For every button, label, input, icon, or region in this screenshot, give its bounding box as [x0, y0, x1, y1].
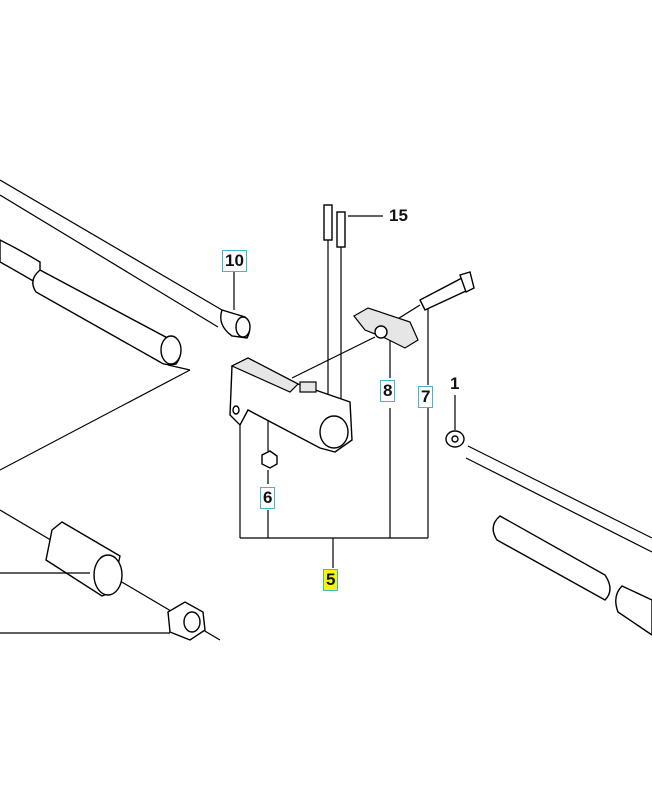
- label-part-15[interactable]: 15: [389, 206, 408, 225]
- left-shaft: [0, 179, 223, 471]
- label-part-6[interactable]: 6: [260, 487, 276, 509]
- label-part-5-highlighted[interactable]: 5: [323, 569, 339, 591]
- assembly-5-leaders: [239, 308, 429, 568]
- part-1-washer: [445, 395, 465, 448]
- label-part-7[interactable]: 7: [418, 386, 434, 408]
- part-15-screws: [323, 204, 383, 402]
- label-part-1[interactable]: 1: [450, 374, 460, 393]
- label-part-10[interactable]: 10: [222, 250, 247, 272]
- label-part-8[interactable]: 8: [380, 380, 396, 402]
- part-6-nut: [261, 420, 278, 484]
- part-10-end-cap: [220, 272, 251, 339]
- lower-left-parts: [0, 509, 221, 641]
- main-clamp-body: [229, 357, 353, 453]
- part-8-bracket: [291, 307, 419, 379]
- right-shaft: [465, 445, 652, 636]
